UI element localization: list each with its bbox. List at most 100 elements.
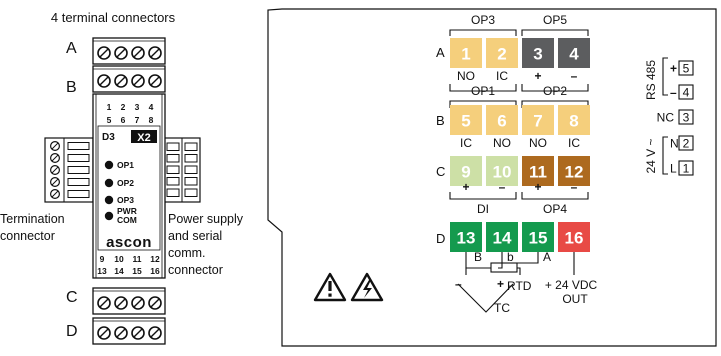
- row-label-a: A: [66, 40, 77, 57]
- sub-label: +: [534, 180, 541, 194]
- power-terminal-2: 2N: [670, 135, 694, 151]
- rtd-label-minus: –: [455, 277, 462, 291]
- sub-label: NO: [529, 136, 547, 150]
- terminal-16: 16: [558, 222, 590, 252]
- terminal-number: 5: [461, 112, 470, 131]
- terminal-number: 6: [497, 112, 506, 131]
- screw-icon: [131, 74, 145, 88]
- model-text: X2: [137, 132, 150, 144]
- sub-label: –: [571, 180, 578, 194]
- terminal-9: 9: [450, 156, 482, 186]
- screw-icon: [97, 296, 111, 310]
- terminal-number: 11: [529, 163, 547, 182]
- bracket-op12-b: [521, 84, 589, 92]
- screw-icon: [49, 189, 60, 200]
- rtd-label-plus: +: [497, 277, 504, 291]
- warning-icon: [313, 272, 347, 302]
- led-num: 2: [121, 102, 126, 112]
- led-op2: [104, 178, 114, 188]
- rtd-label-a: A: [543, 250, 551, 264]
- terminal-block-a: [92, 37, 166, 65]
- screw-icon: [114, 46, 128, 60]
- led-op1: [104, 160, 114, 170]
- led-num: 7: [135, 115, 140, 125]
- termination-connector: [44, 137, 94, 203]
- bracket-di: [449, 192, 517, 200]
- bracket-op5: [521, 29, 589, 36]
- terminal-number: 4: [569, 45, 579, 64]
- terminal-number: 1: [461, 45, 470, 64]
- screw-icon: [131, 46, 145, 60]
- led-num: 13: [97, 266, 107, 276]
- power-label-line: connector: [168, 263, 223, 277]
- power-terminal-label: N: [670, 137, 679, 151]
- screw-icon: [97, 46, 111, 60]
- row-label-b: B: [66, 79, 77, 96]
- led-op3: [104, 195, 114, 205]
- power-terminal-label: NC: [657, 111, 675, 125]
- device-badge: D3: [102, 132, 115, 143]
- bracket-rs485: [662, 57, 668, 96]
- terminal-13: 13: [450, 222, 482, 252]
- rtd-resistor: [490, 262, 518, 273]
- sub-label: +: [462, 180, 469, 194]
- led-num: 10: [114, 254, 124, 264]
- rtd-labels: B b A – + RTD TC + 24 VDC OUT: [455, 250, 598, 315]
- group-brackets: [449, 29, 589, 200]
- terminal-number: 10: [493, 163, 512, 182]
- led-label-op1: OP1: [117, 160, 134, 170]
- power-brackets: [662, 57, 668, 175]
- device-title: 4 terminal connectors: [51, 10, 176, 25]
- screw-icon: [97, 74, 111, 88]
- sub-label: IC: [496, 69, 508, 83]
- led-label-op2: OP2: [117, 178, 134, 188]
- sub-label: IC: [460, 136, 472, 150]
- row-label-d: D: [66, 323, 78, 340]
- wire-15: [517, 252, 539, 264]
- sub-label: IC: [568, 136, 580, 150]
- screw-icon: [49, 177, 60, 188]
- thermocouple: [457, 283, 514, 313]
- power-label-line: and serial: [168, 229, 222, 243]
- power-terminal-number: 5: [683, 62, 690, 76]
- power-serial-connector: [163, 137, 201, 203]
- led-num: 4: [149, 102, 154, 112]
- screw-icon: [97, 326, 111, 340]
- sub-label: NO: [457, 69, 475, 83]
- screw-icon: [131, 326, 145, 340]
- termination-label-line: Termination: [0, 212, 65, 226]
- electric-hazard-icon: [350, 272, 384, 302]
- power-terminal-label: +: [670, 62, 677, 76]
- terminal-number: 14: [493, 229, 512, 248]
- terminal-block-c: [92, 287, 166, 315]
- led-num: 14: [114, 266, 124, 276]
- terminal-11: 11: [522, 156, 554, 186]
- screw-icon: [148, 296, 162, 310]
- bracket-op2: [521, 100, 589, 108]
- terminal-number: 13: [457, 229, 476, 248]
- terminal-10: 10: [486, 156, 518, 186]
- screw-icon: [131, 296, 145, 310]
- led-num: 12: [150, 254, 160, 264]
- vdc-out-label: OUT: [562, 292, 588, 306]
- rtd-label-b-upper: B: [474, 250, 482, 264]
- vdc-label: + 24 VDC: [545, 278, 598, 292]
- sub-label: –: [571, 69, 578, 83]
- wire-rtd-left: [465, 267, 491, 275]
- power-label-line: Power supply: [168, 212, 244, 226]
- led-num: 8: [149, 115, 154, 125]
- screw-icon: [49, 165, 60, 176]
- terminal-6: 6: [486, 105, 518, 135]
- row-label-d: D: [436, 231, 445, 246]
- row-label-c: C: [66, 289, 78, 306]
- led-num: 16: [150, 266, 160, 276]
- screw-icon: [148, 46, 162, 60]
- power-terminal-label: L: [670, 162, 677, 176]
- power-terminal-number: 2: [683, 137, 690, 151]
- terminal-2: 2: [486, 38, 518, 68]
- screw-icon: [148, 326, 162, 340]
- terminal-7: 7: [522, 105, 554, 135]
